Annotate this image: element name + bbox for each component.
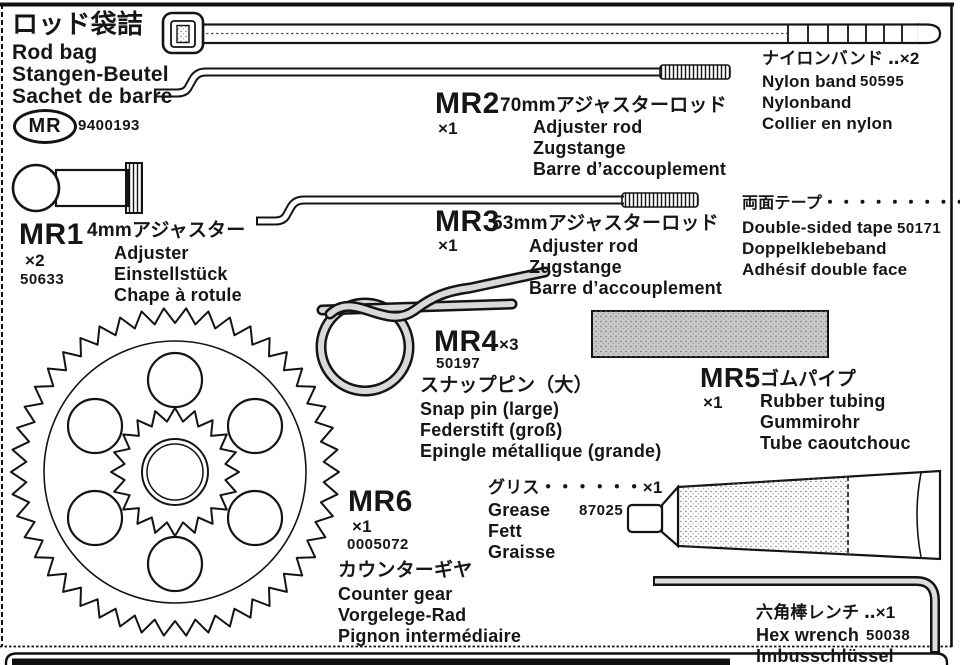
grease-en: Grease [488, 500, 551, 520]
mr6-fr: Pignon intermédiaire [338, 626, 522, 646]
mr4-jp: スナップピン（大） [420, 375, 593, 396]
mr2-adjuster-rod-drawing [154, 64, 731, 98]
mr6-counter-gear-drawing [10, 307, 340, 637]
mr1-qty: ×2 [25, 251, 45, 270]
mr6-en: Counter gear [338, 584, 453, 604]
bag-code: 9400193 [78, 117, 140, 134]
mr6-code: 0005072 [347, 536, 409, 553]
mr2-fr: Barre d’accouplement [533, 159, 727, 179]
mr4-snap-pin-drawing [315, 266, 551, 397]
hex-wrench-code: 50038 [866, 627, 911, 644]
mr6-id: MR6 [348, 485, 413, 518]
mr3-qty: ×1 [438, 236, 458, 255]
mr2-id: MR2 [435, 87, 500, 120]
mr2-size-jp: 70mmアジャスターロッド [500, 95, 727, 116]
mr2-en: Adjuster rod [533, 117, 643, 137]
mr6-de: Vorgelege-Rad [338, 605, 467, 625]
mr4-qty: ×3 [499, 335, 519, 354]
nylon-band-drawing [161, 11, 942, 55]
hex-wrench-de: Imbusschlüssel [756, 646, 894, 665]
grease-fr: Graisse [488, 542, 556, 562]
mr1-id: MR1 [19, 218, 84, 251]
hex-wrench-en: Hex wrench [756, 625, 860, 645]
mr3-en: Adjuster rod [529, 236, 639, 256]
mr4-code: 50197 [436, 355, 481, 372]
nylon-band-en: Nylon band [762, 72, 857, 91]
bag-title-de: Stangen-Beutel [12, 63, 169, 86]
panel-border [0, 2, 954, 648]
bag-title-jp: ロッド袋詰 [12, 9, 144, 39]
nylon-band-code: 50595 [860, 73, 905, 90]
mr1-fr: Chape à rotule [114, 285, 242, 305]
mr5-fr: Tube caoutchouc [760, 433, 911, 453]
mr3-id: MR3 [435, 205, 500, 238]
mr1-jp: 4mmアジャスター [87, 220, 246, 241]
mr3-adjuster-rod-drawing [256, 192, 699, 226]
tape-en: Double-sided tape [742, 218, 893, 237]
hex-wrench-jp: 六角棒レンチ ‥×1 [756, 603, 896, 622]
tape-code: 50171 [897, 220, 942, 237]
grease-jp: グリス・・・・・・×1 [488, 478, 663, 497]
mr-bag-logo: MR [13, 109, 77, 144]
mr6-qty: ×1 [352, 517, 372, 536]
mr1-adjuster-drawing [11, 162, 143, 214]
mr5-qty: ×1 [703, 393, 723, 412]
mr3-fr: Barre d’accouplement [529, 278, 723, 298]
mr4-en: Snap pin (large) [420, 399, 560, 419]
mr4-id: MR4 [434, 325, 499, 358]
bag-title-en: Rod bag [12, 41, 98, 64]
mr3-size-jp: 53mmアジャスターロッド [492, 213, 719, 234]
mr5-en: Rubber tubing [760, 391, 886, 411]
mr3-de: Zugstange [529, 257, 622, 277]
nylon-band-de: Nylonband [762, 93, 852, 112]
mr1-de: Einstellstück [114, 264, 228, 284]
tape-jp: 両面テープ・・・・・・・・・×1 [742, 195, 960, 212]
mr4-fr: Epingle métallique (grande) [420, 441, 662, 461]
next-panel-edge [4, 652, 949, 665]
mr2-qty: ×1 [438, 119, 458, 138]
nylon-band-jp: ナイロンバンド ‥×2 [762, 49, 920, 68]
mr1-code: 50633 [20, 271, 65, 288]
mr6-jp: カウンターギヤ [338, 560, 473, 581]
grease-code: 87025 [579, 502, 624, 519]
mr5-de: Gummirohr [760, 412, 860, 432]
mr1-en: Adjuster [114, 243, 189, 263]
tape-fr: Adhésif double face [742, 260, 908, 279]
mr5-id: MR5 [700, 362, 761, 393]
mr2-de: Zugstange [533, 138, 626, 158]
hex-wrench-drawing [653, 576, 940, 653]
tape-de: Doppelklebeband [742, 239, 887, 258]
grease-tube-drawing [626, 469, 942, 561]
mr5-rubber-tubing-drawing [591, 310, 829, 358]
bag-title-fr: Sachet de barre [12, 85, 173, 108]
grease-de: Fett [488, 521, 522, 541]
mr4-de: Federstift (groß) [420, 420, 563, 440]
mr5-jp: ゴムパイプ [760, 369, 857, 390]
nylon-band-fr: Collier en nylon [762, 114, 893, 133]
